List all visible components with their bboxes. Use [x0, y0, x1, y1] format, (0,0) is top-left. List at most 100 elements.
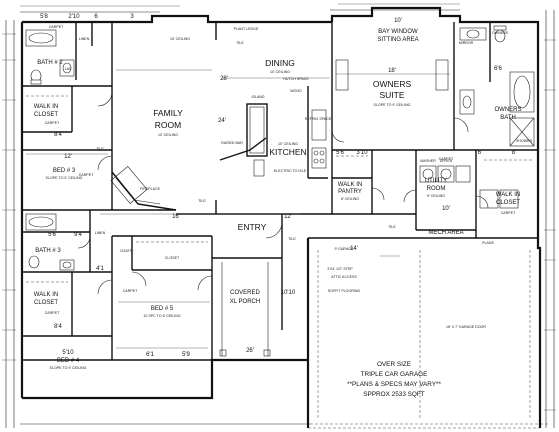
bed3-label: BED # 3 — [53, 168, 76, 174]
dimension-labels: 5'8 2'10 6 3 10' 28' 24' 18' 12' 12' 16'… — [40, 14, 516, 358]
dim-family-depth: 24' — [218, 118, 226, 124]
dimension-lines — [2, 3, 556, 428]
attic-access-note: ATTIC ACCESS — [331, 275, 357, 279]
carpet-note-3: CARPET — [79, 173, 94, 177]
dim-top-left-a: 5'8 — [40, 14, 48, 20]
bath2-label: BATH # 2 — [37, 60, 63, 66]
fixtures — [25, 25, 535, 420]
plan-note-a: PLANS — [482, 241, 494, 245]
pantry-ceiling: 8' CEILING — [341, 197, 359, 201]
garage-oversize: OVER SIZE — [377, 361, 411, 368]
owners-closet-note: OWNERS — [492, 31, 509, 35]
dim-owners-width: 18' — [388, 68, 396, 74]
carpet-note-7: CARPET — [501, 211, 516, 215]
owners-suite-ceiling: SLOPE TO 9' CEILING — [374, 103, 411, 107]
pantry-label-2: PANTRY — [338, 189, 362, 195]
linen-label: LINEN — [79, 37, 90, 41]
dining-label: DINING — [265, 58, 295, 68]
family-room-label: FAMILY — [153, 108, 183, 118]
dim-family-width: 28' — [220, 76, 228, 82]
kitchen-label: KITCHEN — [269, 147, 306, 157]
bay-window-label-2: SITTING AREA — [377, 37, 418, 43]
plan-note-b: 9' GARAGE — [334, 247, 354, 251]
dim-bed3-width: 12' — [64, 154, 72, 160]
lav-note: LAV — [65, 67, 72, 71]
kitchen-ceiling: 10' CEILING — [278, 142, 298, 146]
utility-ceiling: 9' CEILING — [427, 194, 445, 198]
walk-in-closet-left2-label: WALK IN — [34, 292, 58, 298]
owners-suite-label-2: SUITE — [379, 90, 404, 100]
walk-in-closet-left2-label-2: CLOSET — [34, 300, 58, 306]
dim-top-right: 10' — [394, 18, 402, 24]
dim-left-9-4: 9'4 — [74, 232, 82, 238]
dim-top-left-b: 2'10 — [68, 14, 80, 20]
tile-note-3: TILE — [96, 147, 104, 151]
tile-note-2: TILE — [198, 199, 206, 203]
dim-porch-b: 10'10 — [281, 290, 296, 296]
sqft-note: SPPROX 2533 SQFT — [363, 391, 425, 398]
dim-left-4-1: 4'1 — [96, 266, 104, 272]
dim-left-8-4b: 8'4 — [54, 324, 62, 330]
tile-note-1: TILE — [236, 41, 244, 45]
washer-note: WASHER — [420, 159, 436, 163]
dim-kitchen-width: 12' — [284, 214, 292, 220]
walk-in-closet-right-label: WALK IN — [496, 192, 520, 198]
carpet-note-6: CARPET — [439, 157, 454, 161]
garage-door-note: 16' X 7' GARAGE DOOR — [446, 325, 486, 329]
utility-label-2: ROOM — [427, 186, 446, 192]
mirror-note: MIRROR — [459, 41, 474, 45]
dim-right-8: 8' — [512, 150, 516, 156]
fireplace-label: FIREPLACE — [140, 187, 161, 191]
bath3-label: BATH # 3 — [35, 248, 61, 254]
dryer-note: DRYER — [440, 159, 453, 163]
dim-left-5-6: 5'6 — [48, 232, 56, 238]
dim-bed5-a: 6'1 — [146, 352, 154, 358]
porch-label-2: XL PORCH — [230, 299, 260, 305]
dim-pantry-5-6: 5'6 — [336, 150, 344, 156]
bay-window-label: BAY WINDOW — [378, 29, 418, 35]
carpet-note-2: CARPET — [45, 121, 60, 125]
bed4-label: BED # 4 — [57, 358, 80, 364]
dim-right-6: 6' — [478, 150, 482, 156]
hutch-space-note: HUTCH SPACE — [283, 77, 309, 81]
dim-bed5-b: 5'9 — [182, 352, 190, 358]
annotations: CARPET CARPET CARPET CARPET CARPET CARPE… — [45, 25, 533, 329]
carpet-note-1: CARPET — [49, 25, 64, 29]
linen2-label: LINEN — [95, 231, 106, 235]
wood-note: WOOD — [290, 89, 302, 93]
dim-top-mid-b: 3 — [130, 14, 134, 20]
coats-label: COATS — [120, 249, 133, 253]
mech-area-label: MECH AREA — [428, 230, 463, 236]
raised-bar-note: RAISED BAR — [221, 141, 243, 145]
dim-porch-a: 26' — [246, 348, 254, 354]
garage-label: TRIPLE CAR GARAGE — [361, 371, 428, 378]
entry-label: ENTRY — [238, 222, 267, 232]
carpet-note-5: CARPET — [45, 311, 60, 315]
dim-row-16: 16' — [172, 214, 180, 220]
refrig-space-note: REFRIG SPACE — [305, 117, 332, 121]
dining-ceiling: 10' CEILING — [270, 70, 290, 74]
plant-ledge-note: PLANT LEDGE — [234, 27, 259, 31]
ceiling-10-note: 10' CEILING — [170, 37, 190, 41]
owners-suite-label: OWNERS — [373, 79, 412, 89]
dim-pantry-3-10: 3'10 — [356, 150, 368, 156]
dim-right-6-6: 6'6 — [494, 66, 502, 72]
dim-porch-14: 14' — [350, 246, 358, 252]
electric-tile-note: ELECTRIC TO ISLE — [274, 169, 307, 173]
bed5-label: BED # 5 — [151, 306, 174, 312]
pantry-dims-note: 3'X4' 1/2" STEP — [327, 267, 353, 271]
family-room-label-2: ROOM — [155, 120, 181, 130]
dim-bed4-width: 5'10 — [62, 350, 74, 356]
closet-label: CLOSET — [165, 256, 180, 260]
tile-note-4: TILE — [388, 225, 396, 229]
island-note: ISLAND — [252, 95, 265, 99]
walk-in-closet-left-label-2: CLOSET — [34, 112, 58, 118]
owners-bath-label-2: BATH — [500, 115, 516, 121]
pantry-label: WALK IN — [338, 182, 362, 188]
dim-left-8-4: 8'4 — [54, 132, 62, 138]
dim-util-10: 10' — [442, 206, 450, 212]
room-labels: FAMILY ROOM 10' CEILING DINING 10' CEILI… — [34, 29, 522, 398]
bed4-ceiling: SLOPE TO 9' CEILING — [50, 366, 87, 370]
carpet-note-4: CARPET — [123, 289, 138, 293]
